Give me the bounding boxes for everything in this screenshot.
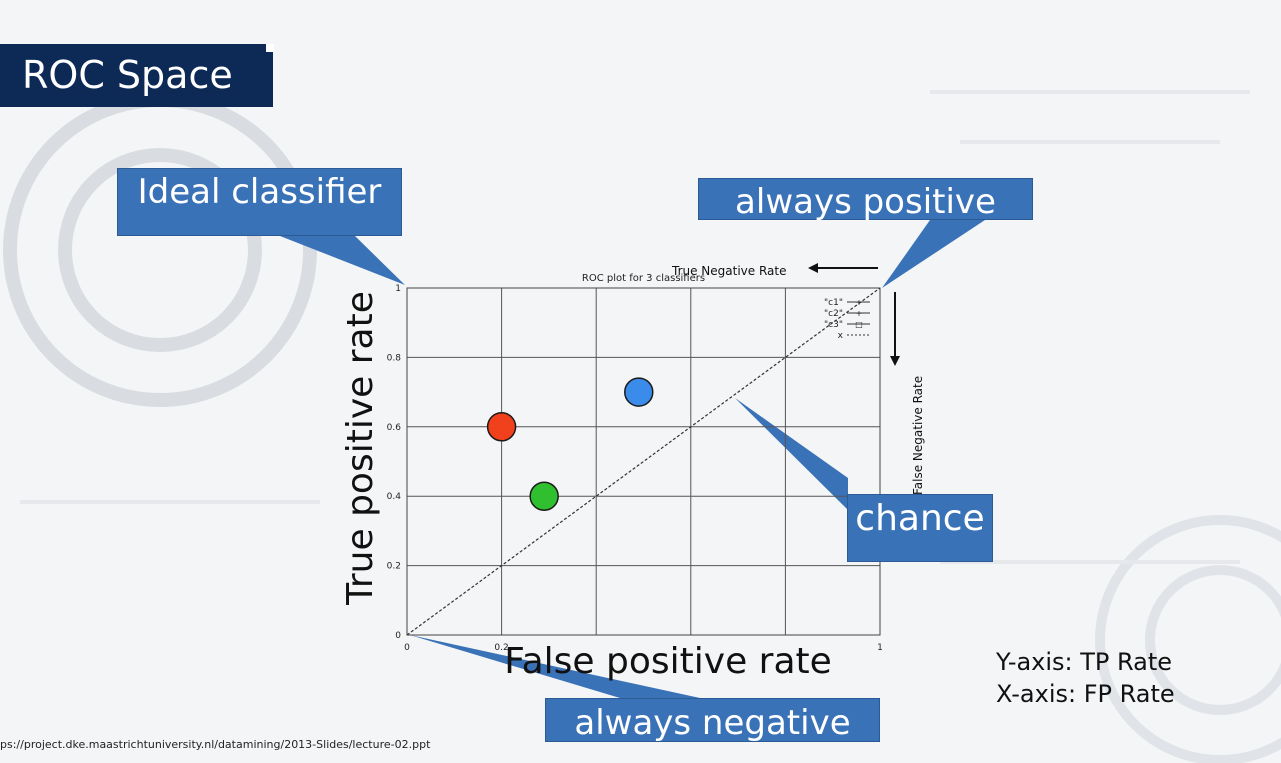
classifier-point [529, 481, 559, 511]
plot-frame [406, 287, 881, 636]
chance-diagonal [406, 287, 881, 636]
y-tick-label: 0.2 [387, 562, 401, 572]
arrow-left-head [808, 263, 818, 273]
legend-label: "c1" [824, 298, 843, 308]
legend-label: "c2" [824, 309, 843, 319]
x-axis-title: False positive rate [504, 641, 832, 682]
classifier-point [624, 377, 654, 407]
y-tick-label: 1 [395, 284, 401, 294]
callout-always-negative: always negative [545, 698, 880, 743]
callout-always-positive: always positive [698, 178, 1033, 222]
y-tick-label: 0 [395, 631, 401, 641]
y-axis-title: True positive rate [340, 291, 381, 606]
legend-marker: □ [855, 320, 863, 329]
callout-ideal-tail [280, 236, 405, 285]
callout-chance-tail [735, 398, 848, 510]
legend-label: x [838, 331, 844, 341]
source-url: ps://project.dke.maastrichtuniversity.nl… [0, 738, 431, 751]
false-negative-rate-label: False Negative Rate [911, 376, 925, 495]
callout-positive-tail [882, 220, 985, 288]
y-tick-label: 0.6 [387, 423, 402, 433]
legend-marker: + [856, 298, 863, 307]
true-negative-rate-label: True Negative Rate [671, 264, 787, 278]
title-corner-mark [266, 44, 274, 52]
x-tick-label: 0.2 [494, 643, 508, 653]
chart-title: ROC plot for 3 classifiers [582, 273, 705, 284]
legend-label: "c3" [824, 320, 843, 330]
axis-notes: Y-axis: TP Rate X-axis: FP Rate [996, 646, 1175, 710]
y-tick-label: 0.4 [387, 492, 402, 502]
x-tick-label: 0 [404, 643, 410, 653]
slide-title: ROC Space [0, 44, 273, 107]
legend-marker: + [856, 309, 863, 318]
x-axis-note: X-axis: FP Rate [996, 680, 1175, 708]
classifier-point [486, 412, 517, 442]
callout-ideal-classifier: Ideal classifier [117, 168, 402, 236]
y-tick-label: 0.8 [387, 353, 402, 363]
x-tick-label: 1 [877, 643, 883, 653]
callout-chance: chance [847, 494, 993, 562]
arrow-down-head [890, 356, 900, 366]
callout-negative-tail [410, 635, 700, 698]
y-axis-note: Y-axis: TP Rate [996, 648, 1173, 676]
